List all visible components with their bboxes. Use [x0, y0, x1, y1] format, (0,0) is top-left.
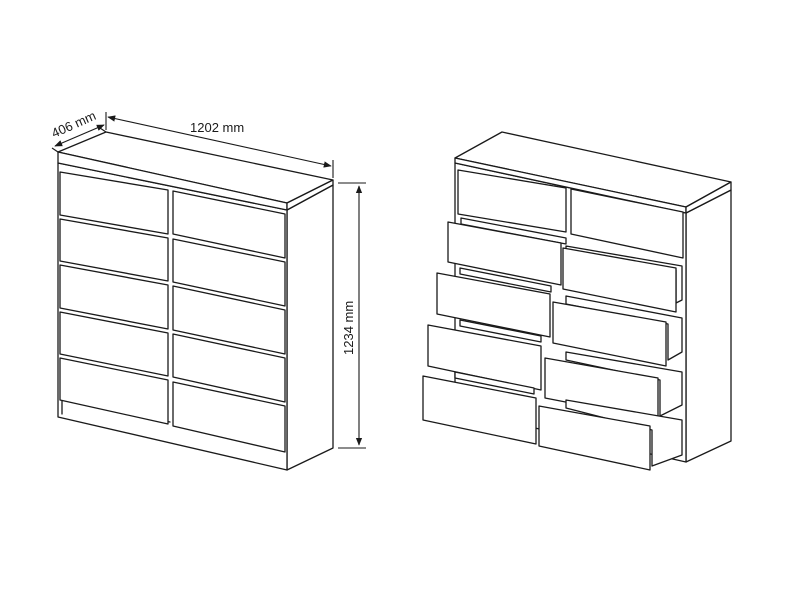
closed-drawer-front [59, 218, 169, 282]
open-dresser-top-side-edge [685, 181, 732, 214]
open-drawer-front [552, 301, 667, 367]
height-dimension: 1234 mm [338, 182, 366, 449]
closed-drawer-front [172, 333, 286, 403]
open-drawer-front [447, 221, 562, 286]
closed-drawer-front [59, 171, 169, 235]
closed-drawer-front [172, 238, 286, 307]
closed-drawer-front [172, 381, 286, 453]
open-drawer-front [436, 272, 551, 338]
closed-dresser [57, 131, 334, 471]
closed-drawer-front [172, 190, 286, 259]
closed-drawer-front [59, 311, 169, 377]
open-drawer-front [570, 188, 684, 259]
open-dresser [422, 131, 732, 471]
open-drawer-front [457, 169, 567, 233]
open-drawer-box [565, 399, 683, 467]
closed-drawer-front [59, 264, 169, 330]
closed-drawer-front [59, 357, 169, 425]
closed-drawer-front [172, 285, 286, 355]
closed-dresser-side-panel [286, 184, 334, 471]
open-drawer-front [422, 375, 537, 445]
open-drawer-front [562, 247, 677, 313]
closed-dresser-top-side-edge [286, 179, 334, 211]
open-drawer-front [538, 405, 651, 471]
depth-dimension-label: 406 mm [49, 108, 98, 141]
open-drawer-box [460, 217, 567, 245]
open-drawer-box [459, 267, 552, 293]
width-dimension: 1202 mm [105, 112, 334, 178]
open-drawer-front [427, 324, 542, 391]
height-dimension-label: 1234 mm [341, 301, 356, 355]
width-dimension-label: 1202 mm [190, 120, 244, 135]
open-dresser-side-panel [685, 189, 732, 463]
open-drawer-box [454, 371, 535, 395]
open-drawer-box [459, 319, 542, 343]
